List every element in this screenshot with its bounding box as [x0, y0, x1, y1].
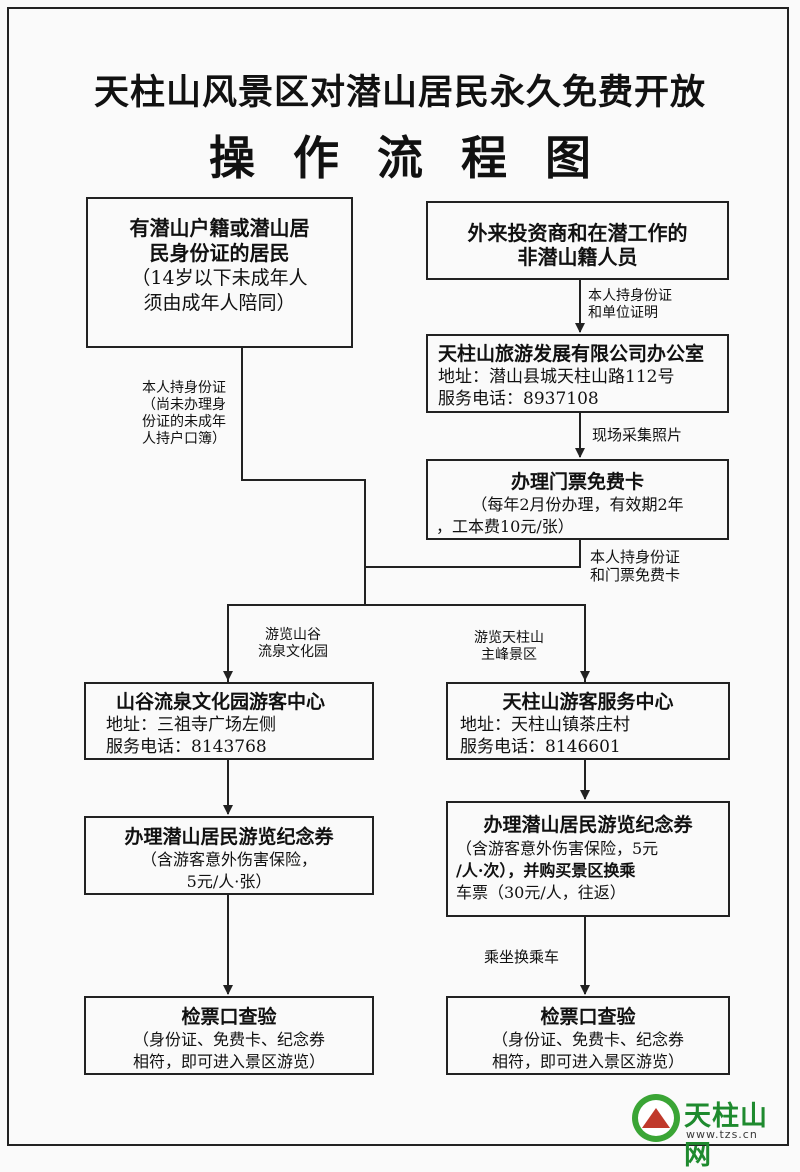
label-tour-main-peak-1: 游览天柱山 — [474, 630, 544, 646]
residents-line-4: 须由成年人陪同） — [143, 292, 296, 314]
valley-center-phone: 服务电话：8143768 — [106, 737, 267, 757]
investors-box: 外来投资商和在潜工作的 非潜山籍人员 — [426, 201, 729, 280]
logo-url: www.tzs.cn — [686, 1128, 758, 1141]
residents-line-2: 民身份证的居民 — [149, 241, 290, 265]
valley-center-address: 地址：三祖寺广场左侧 — [106, 715, 276, 735]
label-resident-id: 本人持身份证 （尚未办理身 份证的未成年 人持户口簿） — [98, 380, 226, 448]
label-id-free-card-2: 和门票免费卡 — [590, 566, 681, 584]
main-voucher-note-3: 车票（30元/人，往返） — [456, 883, 626, 902]
main-voucher-note-1: （含游客意外伤害保险，5元 — [456, 839, 659, 858]
page-title: 天柱山风景区对潜山居民永久免费开放 — [93, 72, 706, 113]
office-title: 天柱山旅游发展有限公司办公室 — [438, 343, 705, 365]
residents-line-1: 有潜山户籍或潜山居 — [129, 216, 310, 240]
check-right-note-2: 相符，即可进入景区游览） — [491, 1052, 684, 1071]
office-box: 天柱山旅游发展有限公司办公室 地址：潜山县城天柱山路112号 服务电话：8937… — [426, 334, 729, 413]
label-id-company-proof-1: 本人持身份证 — [588, 288, 672, 304]
check-left-note-1: （身份证、免费卡、纪念券 — [132, 1030, 325, 1049]
label-take-shuttle-text: 乘坐换乘车 — [484, 948, 560, 966]
free-card-title: 办理门票免费卡 — [510, 471, 644, 493]
label-tour-valley: 游览山谷 流泉文化园 — [258, 627, 328, 661]
valley-voucher-title: 办理潜山居民游览纪念券 — [124, 826, 334, 848]
check-left-title: 检票口查验 — [181, 1006, 277, 1028]
label-tour-valley-2: 流泉文化园 — [258, 644, 328, 660]
main-center-phone: 服务电话：8146601 — [460, 737, 621, 757]
label-id-company-proof: 本人持身份证 和单位证明 — [588, 288, 672, 322]
label-resident-id-4: 人持户口簿） — [142, 431, 226, 447]
valley-center-title: 山谷流泉文化园游客中心 — [116, 691, 326, 713]
main-voucher-box: 办理潜山居民游览纪念券 （含游客意外伤害保险，5元 /人·次），并购买景区换乘 … — [446, 801, 730, 917]
free-card-box: 办理门票免费卡 （每年2月份办理，有效期2年 ，工本费10元/张） — [426, 459, 729, 540]
site-logo: 天柱山网 www.tzs.cn — [632, 1092, 792, 1171]
check-left-box: 检票口查验 （身份证、免费卡、纪念券 相符，即可进入景区游览） — [84, 996, 374, 1075]
investors-line-2: 非潜山籍人员 — [517, 245, 638, 269]
label-tour-main-peak: 游览天柱山 主峰景区 — [474, 630, 544, 664]
investors-line-1: 外来投资商和在潜工作的 — [467, 221, 688, 245]
check-left-note-2: 相符，即可进入景区游览） — [132, 1052, 325, 1071]
label-resident-id-3: 份证的未成年 — [142, 414, 226, 430]
main-voucher-note-2: /人·次），并购买景区换乘 — [456, 861, 636, 880]
label-resident-id-1: 本人持身份证 — [142, 380, 226, 396]
label-tour-main-peak-2: 主峰景区 — [481, 647, 537, 663]
valley-voucher-note-2: 5元/人·张） — [186, 872, 272, 891]
check-right-title: 检票口查验 — [540, 1006, 636, 1028]
page-subtitle: 操作流程图 — [209, 131, 629, 185]
main-center-address: 地址：天柱山镇茶庄村 — [460, 715, 630, 735]
label-resident-id-2: （尚未办理身 — [142, 397, 226, 413]
residents-box: 有潜山户籍或潜山居 民身份证的居民 （14岁以下未成年人 须由成年人陪同） — [86, 197, 353, 348]
valley-voucher-box: 办理潜山居民游览纪念券 （含游客意外伤害保险， 5元/人·张） — [84, 816, 374, 895]
label-take-shuttle: 乘坐换乘车 — [484, 949, 559, 966]
check-right-note-1: （身份证、免费卡、纪念券 — [491, 1030, 684, 1049]
office-phone: 服务电话：8937108 — [438, 389, 599, 409]
office-address: 地址：潜山县城天柱山路112号 — [438, 367, 675, 387]
valley-center-box: 山谷流泉文化园游客中心 地址：三祖寺广场左侧 服务电话：8143768 — [84, 682, 374, 760]
valley-voucher-note-1: （含游客意外伤害保险， — [140, 850, 317, 869]
check-right-box: 检票口查验 （身份证、免费卡、纪念券 相符，即可进入景区游览） — [446, 996, 730, 1075]
main-voucher-title: 办理潜山居民游览纪念券 — [483, 814, 693, 836]
label-photo-text: 现场采集照片 — [592, 426, 683, 444]
logo-mountain-icon — [632, 1094, 680, 1142]
label-photo: 现场采集照片 — [592, 427, 682, 444]
label-id-company-proof-2: 和单位证明 — [588, 305, 658, 321]
free-card-note-2: ，工本费10元/张） — [436, 517, 574, 536]
free-card-note-1: （每年2月份办理，有效期2年 — [471, 495, 684, 514]
label-tour-valley-1: 游览山谷 — [265, 627, 321, 643]
main-center-box: 天柱山游客服务中心 地址：天柱山镇茶庄村 服务电话：8146601 — [446, 682, 730, 760]
page-border — [7, 7, 789, 1146]
label-id-free-card-1: 本人持身份证 — [590, 548, 681, 566]
label-id-free-card: 本人持身份证 和门票免费卡 — [590, 548, 680, 584]
residents-line-3: （14岁以下未成年人 — [131, 267, 308, 289]
main-center-title: 天柱山游客服务中心 — [502, 691, 674, 713]
